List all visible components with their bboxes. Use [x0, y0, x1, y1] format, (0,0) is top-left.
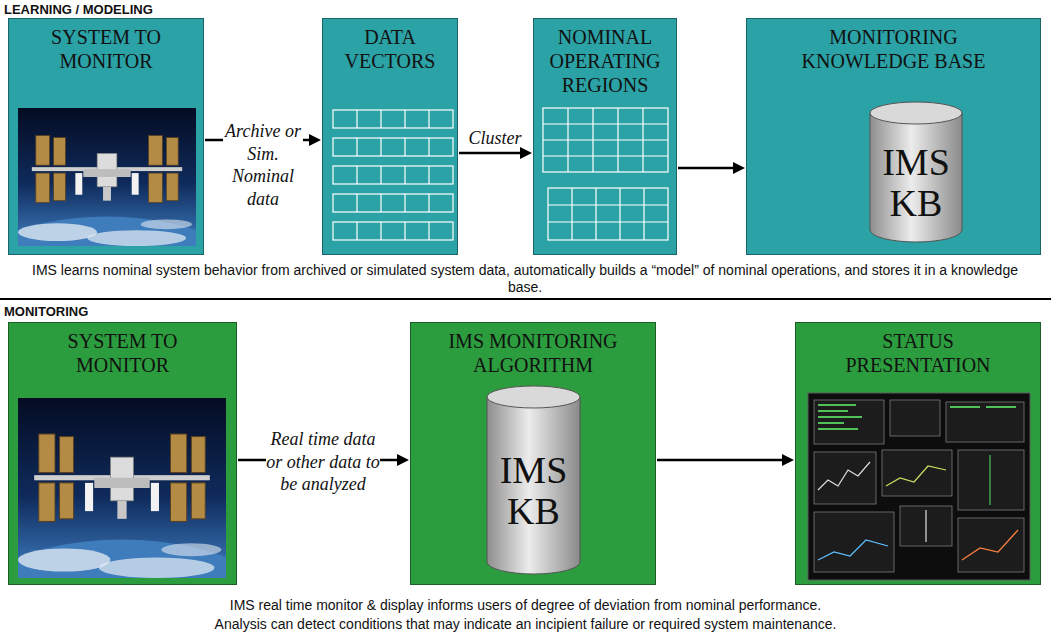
drawing-part	[950, 406, 980, 408]
process-box: NOMINAL OPERATING REGIONS	[533, 18, 677, 255]
drawing-part	[818, 404, 856, 406]
drawing-part	[333, 194, 453, 212]
database-label: IMS KB	[486, 450, 581, 532]
drawing-part	[333, 138, 453, 156]
drawing-part	[986, 406, 1016, 408]
box-title: MONITORING KNOWLEDGE BASE	[784, 25, 1004, 73]
label-holder: LEARNING / MODELING	[4, 2, 153, 17]
cylinder-top	[870, 102, 962, 124]
box-title: DATA VECTORS	[330, 25, 450, 73]
database-label: IMS KB	[869, 142, 963, 224]
arrow-line	[657, 459, 782, 462]
drawing-part	[818, 540, 888, 560]
label-holder: MONITORING	[4, 304, 88, 319]
process-box: SYSTEM TO MONITOR	[8, 322, 237, 585]
drawing-part	[818, 462, 870, 490]
flow-arrow	[459, 147, 532, 159]
box-title: SYSTEM TO MONITOR	[38, 329, 208, 377]
drawing-part	[333, 166, 453, 184]
box-title: SYSTEM TO MONITOR	[21, 25, 191, 73]
edge-label: Real time data or other data to be analy…	[266, 428, 380, 496]
drawing-part	[946, 402, 1024, 442]
drawing-part	[818, 422, 844, 424]
drawing-part	[543, 108, 668, 172]
process-box: MONITORING KNOWLEDGE BASE IMS KB	[746, 18, 1041, 255]
drawing-part	[333, 110, 453, 128]
drawing-part	[900, 506, 952, 546]
arrow-head	[782, 454, 794, 466]
caption-text: IMS real time monitor & display informs …	[0, 597, 1051, 614]
drawing-part	[818, 455, 1018, 560]
edge-label: Cluster	[459, 127, 531, 150]
arrow-head	[309, 134, 321, 146]
drawing-part	[808, 393, 1030, 580]
cylinder-body	[870, 113, 962, 242]
drawing-part	[333, 222, 453, 240]
drawing-part	[890, 400, 940, 436]
arrow-head	[520, 147, 532, 159]
drawing-part	[962, 530, 1018, 560]
drawing-part	[548, 188, 668, 240]
process-box: SYSTEM TO MONITOR	[8, 18, 204, 255]
drawing-part	[814, 452, 876, 504]
drawing-part	[818, 410, 848, 412]
cylinder-body	[487, 397, 580, 574]
section-heading: LEARNING / MODELING	[4, 2, 153, 17]
drawing-part	[958, 450, 1024, 510]
arrow-head	[733, 162, 745, 174]
process-box: STATUS PRESENTATION	[795, 322, 1041, 585]
data-vector-grid	[333, 110, 453, 240]
box-title: IMS MONITORING ALGORITHM	[423, 329, 643, 377]
section-separator	[0, 298, 1051, 300]
drawing-part	[814, 400, 1024, 572]
drawing-part	[989, 455, 990, 505]
caption-text: IMS learns nominal system behavior from …	[25, 262, 1025, 296]
box-title: NOMINAL OPERATING REGIONS	[537, 25, 673, 97]
arrow-line	[678, 167, 733, 170]
arrow-head	[397, 454, 409, 466]
drawing-part	[357, 110, 429, 240]
edge-label: Archive or Sim. Nominal data	[223, 120, 303, 210]
box-title: STATUS PRESENTATION	[818, 329, 1018, 377]
drawing-part	[818, 416, 862, 418]
drawing-part	[814, 512, 894, 572]
drawing-part	[543, 108, 668, 172]
section-heading: MONITORING	[4, 304, 88, 319]
label-holder: Analysis can detect conditions that may …	[0, 616, 1051, 633]
drawing-part	[548, 188, 668, 240]
flow-arrow	[678, 162, 745, 174]
status-screen-picture	[808, 393, 1030, 580]
arrow-line	[459, 152, 520, 155]
process-box: IMS MONITORING ALGORITHM IMS KB	[410, 322, 656, 585]
caption-text: Analysis can detect conditions that may …	[0, 616, 1051, 633]
drawing-part	[814, 400, 884, 444]
region-grid	[543, 108, 668, 240]
drawing-part	[886, 466, 946, 486]
label-holder: IMS learns nominal system behavior from …	[25, 262, 1025, 296]
drawing-part	[818, 428, 858, 430]
flow-arrow	[657, 454, 794, 466]
process-box: DATA VECTORS	[322, 18, 458, 255]
drawing-part	[925, 510, 926, 542]
database-cylinder: IMS KB	[486, 385, 581, 575]
drawing-part	[882, 450, 952, 496]
label-holder: IMS real time monitor & display informs …	[0, 597, 1051, 614]
drawing-part	[958, 518, 1024, 572]
database-cylinder: IMS KB	[869, 101, 963, 243]
cylinder-top	[487, 386, 580, 408]
drawing-part	[818, 404, 1016, 430]
